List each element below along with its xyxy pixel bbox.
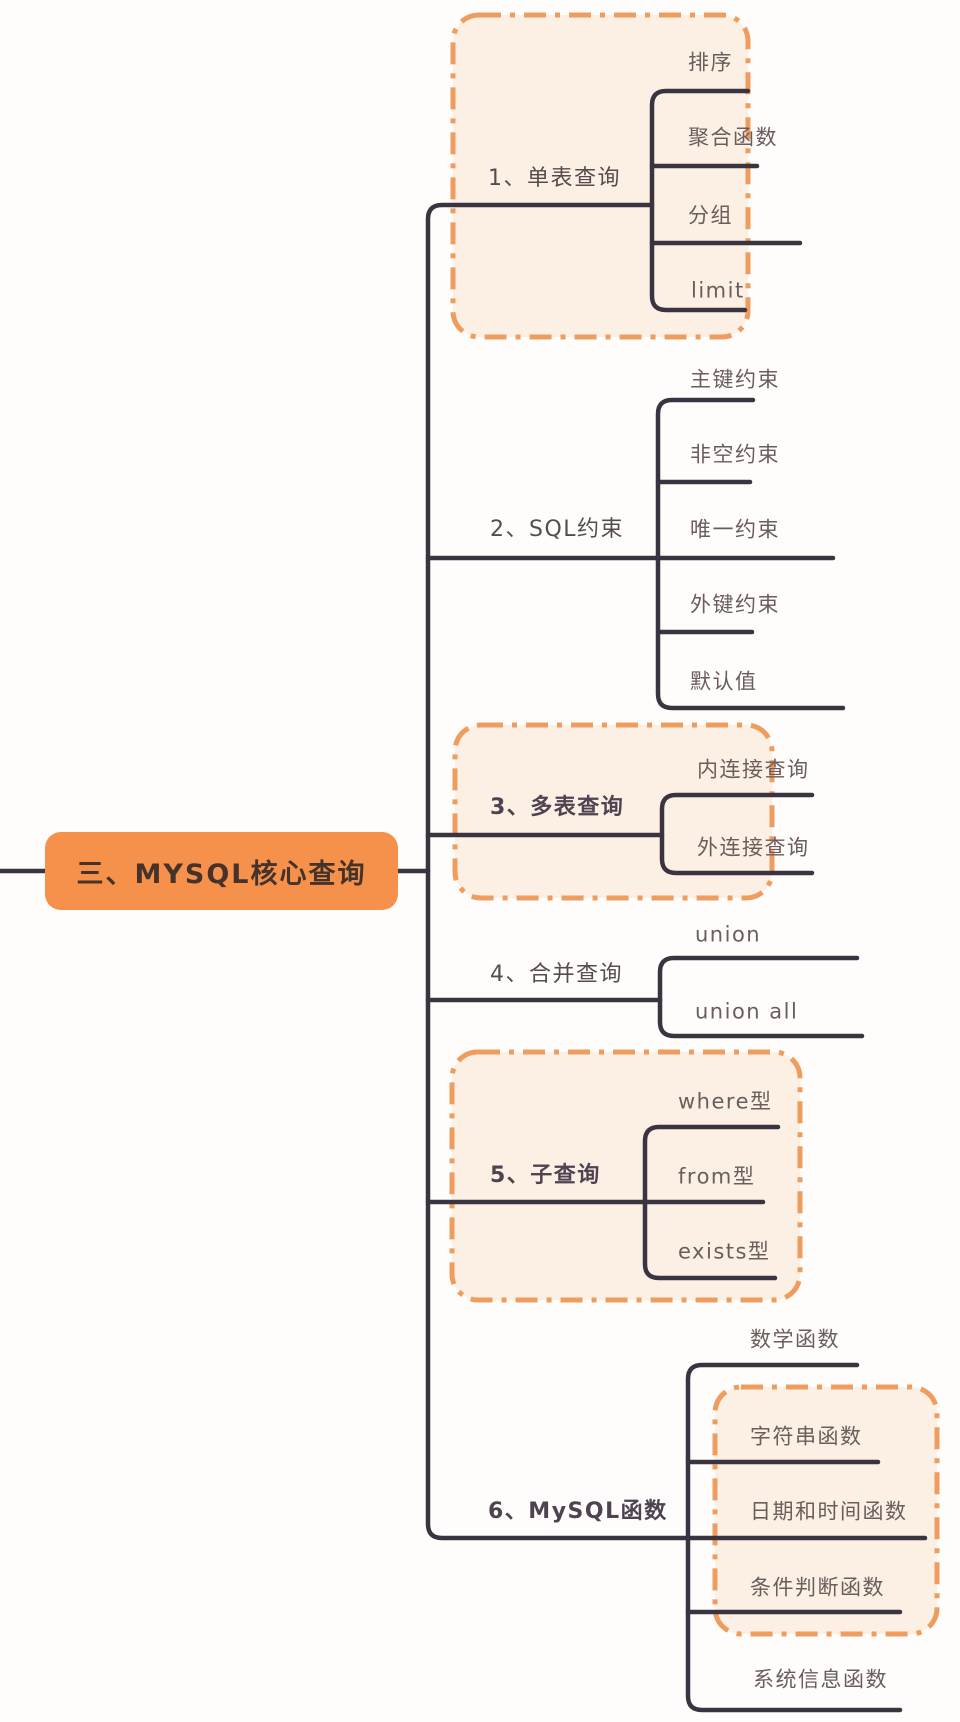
subtopic-1-1[interactable]: 排序 [688, 50, 733, 75]
subtopic-6-2[interactable]: 字符串函数 [750, 1424, 863, 1449]
subtopic-6-1[interactable]: 数学函数 [750, 1327, 840, 1352]
branch-1-bracket [649, 88, 751, 313]
subtopic-2-1[interactable]: 主键约束 [690, 367, 780, 392]
subtopic-5-3[interactable]: exists型 [678, 1239, 771, 1264]
branch-topic-5[interactable]: 5、子查询 [490, 1162, 601, 1188]
subtopic-6-5[interactable]: 系统信息函数 [753, 1667, 888, 1692]
subtopic-3-2[interactable]: 外连接查询 [697, 835, 810, 860]
branch-topic-4[interactable]: 4、合并查询 [490, 961, 623, 987]
highlight-box-branch-6-partial [712, 1384, 940, 1637]
subtopic-4-1[interactable]: union [695, 922, 762, 947]
branch-topic-1[interactable]: 1、单表查询 [488, 165, 621, 191]
subtopic-5-1[interactable]: where型 [678, 1089, 773, 1114]
subtopic-3-1[interactable]: 内连接查询 [697, 757, 810, 782]
branch-4-bracket [657, 955, 865, 1039]
branch-topic-3[interactable]: 3、多表查询 [490, 794, 625, 820]
root-topic[interactable]: 三、MYSQL核心查询 [45, 832, 398, 910]
subtopic-1-4[interactable]: limit [691, 278, 745, 303]
subtopic-5-2[interactable]: from型 [678, 1164, 756, 1189]
subtopic-4-2[interactable]: union all [695, 999, 799, 1024]
subtopic-6-4[interactable]: 条件判断函数 [750, 1575, 885, 1600]
subtopic-2-5[interactable]: 默认值 [690, 669, 758, 694]
subtopic-6-3[interactable]: 日期和时间函数 [750, 1499, 908, 1524]
subtopic-2-4[interactable]: 外键约束 [690, 592, 780, 617]
subtopic-1-2[interactable]: 聚合函数 [688, 125, 778, 150]
subtopic-2-3[interactable]: 唯一约束 [690, 517, 780, 542]
highlight-box-branch-3 [452, 722, 775, 901]
branch-3-bracket [659, 792, 815, 876]
trunk-line [425, 202, 691, 1541]
subtopic-2-2[interactable]: 非空约束 [690, 442, 780, 467]
highlight-box-branch-1 [450, 12, 751, 340]
branch-topic-2[interactable]: 2、SQL约束 [490, 516, 625, 542]
subtopic-1-3[interactable]: 分组 [688, 203, 733, 228]
branch-2-bracket [655, 397, 846, 711]
root-topic-label: 三、MYSQL核心查询 [76, 858, 367, 890]
highlight-box-branch-5 [449, 1049, 803, 1303]
branch-topic-6[interactable]: 6、MySQL函数 [488, 1498, 668, 1524]
